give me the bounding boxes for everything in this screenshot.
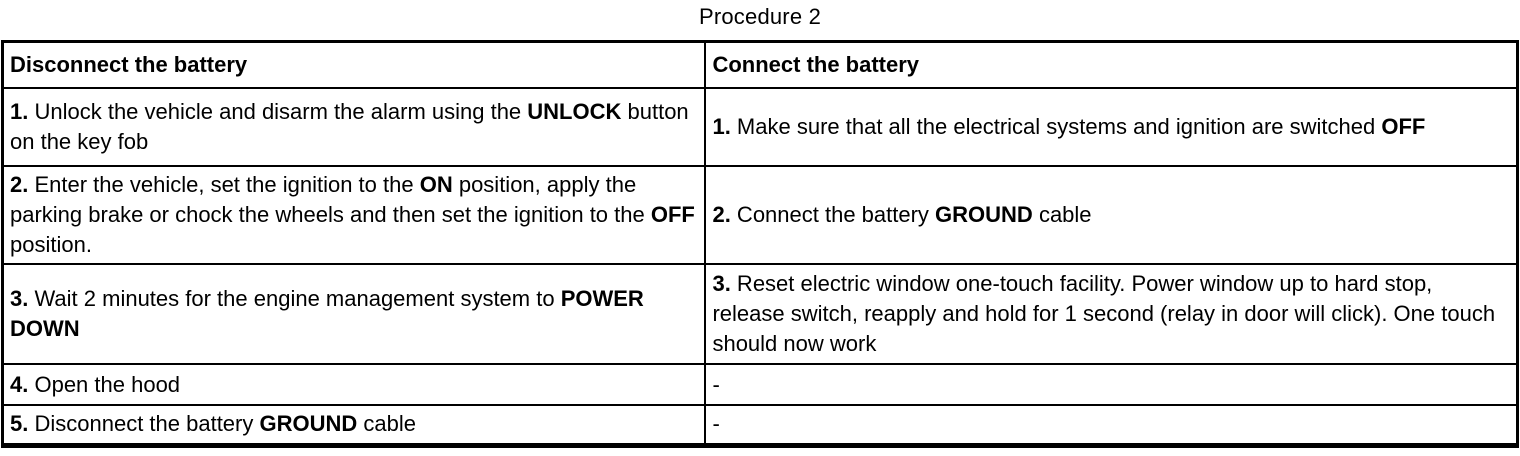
table-cell: 5. Disconnect the battery GROUND cable	[1, 404, 707, 446]
table-header-row: Disconnect the battery Connect the batte…	[1, 40, 1519, 89]
table-body: 1. Unlock the vehicle and disarm the ala…	[1, 87, 1519, 446]
table-row: 4. Open the hood-	[1, 363, 1519, 406]
table-cell: 2. Enter the vehicle, set the ignition t…	[1, 165, 707, 265]
table-cell: 3. Wait 2 minutes for the engine managem…	[1, 263, 707, 365]
table-cell: -	[704, 363, 1519, 406]
table-row: 3. Wait 2 minutes for the engine managem…	[1, 263, 1519, 365]
page-title: Procedure 2	[698, 4, 822, 29]
table-header: Disconnect the battery Connect the batte…	[1, 40, 1519, 89]
column-header-disconnect: Disconnect the battery	[1, 40, 707, 89]
table-cell: -	[704, 404, 1519, 446]
table-cell: 1. Make sure that all the electrical sys…	[704, 87, 1519, 167]
procedure-table: Disconnect the battery Connect the batte…	[1, 40, 1519, 448]
table-row: 1. Unlock the vehicle and disarm the ala…	[1, 87, 1519, 167]
table-cell: 2. Connect the battery GROUND cable	[704, 165, 1519, 265]
table-row: 5. Disconnect the battery GROUND cable-	[1, 404, 1519, 446]
column-header-connect: Connect the battery	[704, 40, 1519, 89]
table-cell: 3. Reset electric window one-touch facil…	[704, 263, 1519, 365]
table-cell: 1. Unlock the vehicle and disarm the ala…	[1, 87, 707, 167]
table-cell: 4. Open the hood	[1, 363, 707, 406]
table-row: 2. Enter the vehicle, set the ignition t…	[1, 165, 1519, 265]
